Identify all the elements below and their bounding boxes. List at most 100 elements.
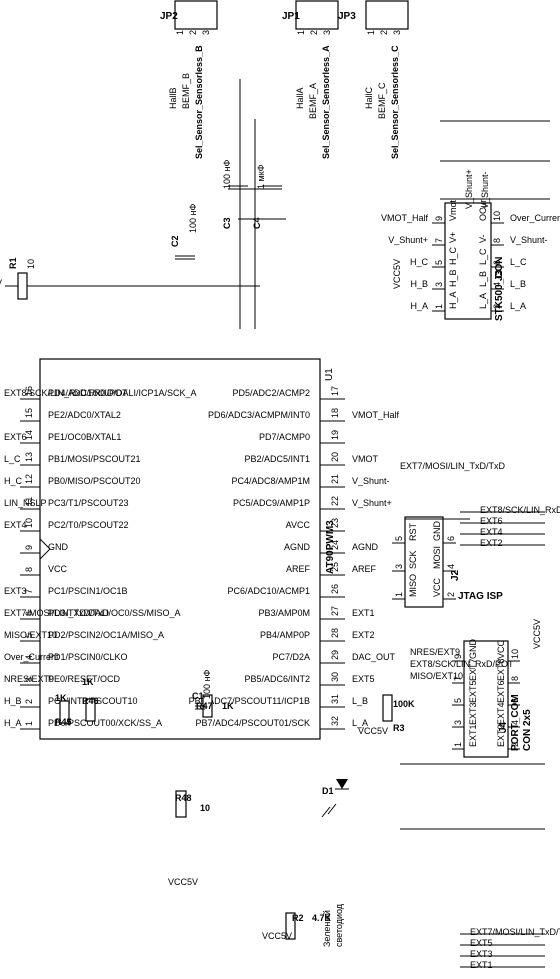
jp3-label-bemf: BEMF_C [377, 82, 387, 119]
j3-pin-number: 3 [434, 282, 444, 287]
mcu-pin-net: EXT2 [352, 630, 375, 640]
j3-pin-number: 9 [434, 216, 444, 221]
mcu-pin-net: EXT1 [352, 608, 375, 618]
j4-pin-name: EXT5 [468, 680, 478, 703]
mcu-pin-net: EXT3 [4, 586, 27, 596]
j2-ref: J2 [450, 569, 461, 581]
led-ref: D1 [322, 786, 334, 796]
isp-right-net: EXT2 [480, 538, 503, 548]
mcu-pin-name: PC3/T1/PSCOUT23 [48, 498, 129, 508]
c4-ref: C4 [252, 217, 262, 229]
mcu-pin-net: EXT7/MOSI/LIN_TxD/TxD [4, 608, 110, 618]
j3-net-left: V_Shunt+ [388, 235, 428, 245]
mcu-pin-name: PE0/RESET/OCD [48, 674, 121, 684]
jp2-ref: JP2 [160, 11, 178, 22]
j4-pin-number: 5 [453, 698, 463, 703]
j4-vcc: VCC5V [532, 619, 542, 649]
j4-pin-number: 4 [510, 720, 520, 725]
jp3-ref: JP3 [338, 11, 356, 22]
j3-pin-name: V+ [448, 232, 458, 243]
mcu-pin-number: 27 [330, 606, 340, 616]
j4-pin-number: 10 [510, 649, 520, 659]
mcu-pin-name: AGND [284, 542, 311, 552]
mcu-pin-number: 9 [24, 545, 34, 550]
j2-pin-number: 2 [446, 592, 456, 597]
mcu-pin-number: 5 [24, 633, 34, 638]
j3-pin-name: H_C [448, 246, 458, 265]
j4-pin-name: EXT8 [496, 658, 506, 681]
mcu-pin-net: AREF [352, 564, 377, 574]
j2-pin-number: 3 [394, 564, 404, 569]
j4-body [463, 640, 509, 758]
mcu-pin-net: DAC_OUT [352, 652, 396, 662]
capacitor-c1: C1 100 нФ [192, 670, 212, 710]
j4-title: PORT_COM [510, 694, 521, 751]
mcu-pin-number: 8 [24, 567, 34, 572]
led-label-1: Зеленый [322, 910, 332, 947]
jp2-pin-2: 2 [188, 30, 198, 35]
resistor-r1: R1 10 VCC5V [0, 257, 260, 300]
j4-net-left: EXT5 [470, 938, 493, 948]
mcu-pin-number: 25 [330, 562, 340, 572]
mcu-pin-name: PB7/ADC4/PSCOUT01/SCK [195, 718, 310, 728]
j4-pin-name: EXT2 [496, 724, 506, 747]
j4-pin-number: 1 [453, 742, 463, 747]
mcu-pin-name: AREF [286, 564, 311, 574]
mcu-pin-name: PB6/ADC7/PSCOUT11/ICP1B [189, 696, 310, 706]
r48-ref: R48 [175, 793, 192, 803]
isp-top-net: EXT7/MOSI/LIN_TxD/TxD [400, 461, 506, 471]
capacitor-c2: C2 100 нФ [170, 204, 198, 260]
j3-ref: J3 [494, 269, 505, 281]
jp1-label-bemf: BEMF_A [308, 83, 318, 119]
j4-pin-number: 8 [510, 676, 520, 681]
mcu-pin-name: PB4/AMP0P [260, 630, 310, 640]
j3-pin-number: 2 [492, 304, 502, 309]
j3-net-left: H_A [410, 301, 428, 311]
jp2-pin-1: 1 [175, 30, 185, 35]
led-label-2: светодиод [334, 903, 344, 947]
jp1-pin-3: 3 [322, 30, 332, 35]
mcu-pin-number: 7 [24, 589, 34, 594]
mcu-pin-number: 4 [24, 655, 34, 660]
mcu-pin-number: 14 [24, 430, 34, 440]
mcu-pin-number: 23 [330, 518, 340, 528]
j4-pin-number: 7 [453, 676, 463, 681]
j2-title: JTAG ISP [458, 591, 503, 602]
j2-pin-name: MISO [408, 574, 418, 597]
j3-pin-number: 1 [434, 304, 444, 309]
j4-subtitle: CON 2x5 [522, 709, 533, 751]
j3-net-right: L_B [510, 279, 526, 289]
j2-pin-name: GND [432, 521, 442, 542]
mcu-pin-net: VMOT_Half [352, 410, 400, 420]
j3-pin-number: 7 [434, 238, 444, 243]
mcu-pin-name: PB0/MISO/PSCOUT20 [48, 476, 141, 486]
j4-pin-name: EXT6 [496, 680, 506, 703]
j4-pin-name: EXT7 [468, 658, 478, 681]
c3-value: 100 нФ [222, 160, 232, 189]
mcu-pin-name: PB3/AMP0M [258, 608, 310, 618]
mcu-pin-number: 32 [330, 716, 340, 726]
mcu-pin-name: PE2/ADC0/XTAL2 [48, 410, 121, 420]
j3-net-left: H_C [410, 257, 429, 267]
j3-pin-name: V- [478, 234, 488, 243]
mcu-pin-number: 15 [24, 408, 34, 418]
r2-vcc: VCC5V [262, 931, 292, 941]
r1-ref: R1 [8, 257, 18, 269]
r46-value: 1K [82, 677, 94, 687]
r48-vcc: VCC5V [168, 877, 198, 887]
jp3-pin-1: 1 [366, 30, 376, 35]
j3-pin-number: 10 [492, 211, 502, 221]
mcu-pin-name: PB5/ADC6/INT2 [244, 674, 310, 684]
jumper-jp2: JP2 1 2 3 HallB BEMF_B Sel_Sensor_Sensor… [160, 0, 218, 159]
mcu-pin-name: PD4/ADC1/RXD/DALI/ICP1A/SCK_A [48, 388, 197, 398]
j3-body [444, 202, 492, 320]
j4-pin-name: EXT1 [468, 724, 478, 747]
r47-value: 1K [222, 701, 234, 711]
j3-pin-number: 4 [492, 282, 502, 287]
